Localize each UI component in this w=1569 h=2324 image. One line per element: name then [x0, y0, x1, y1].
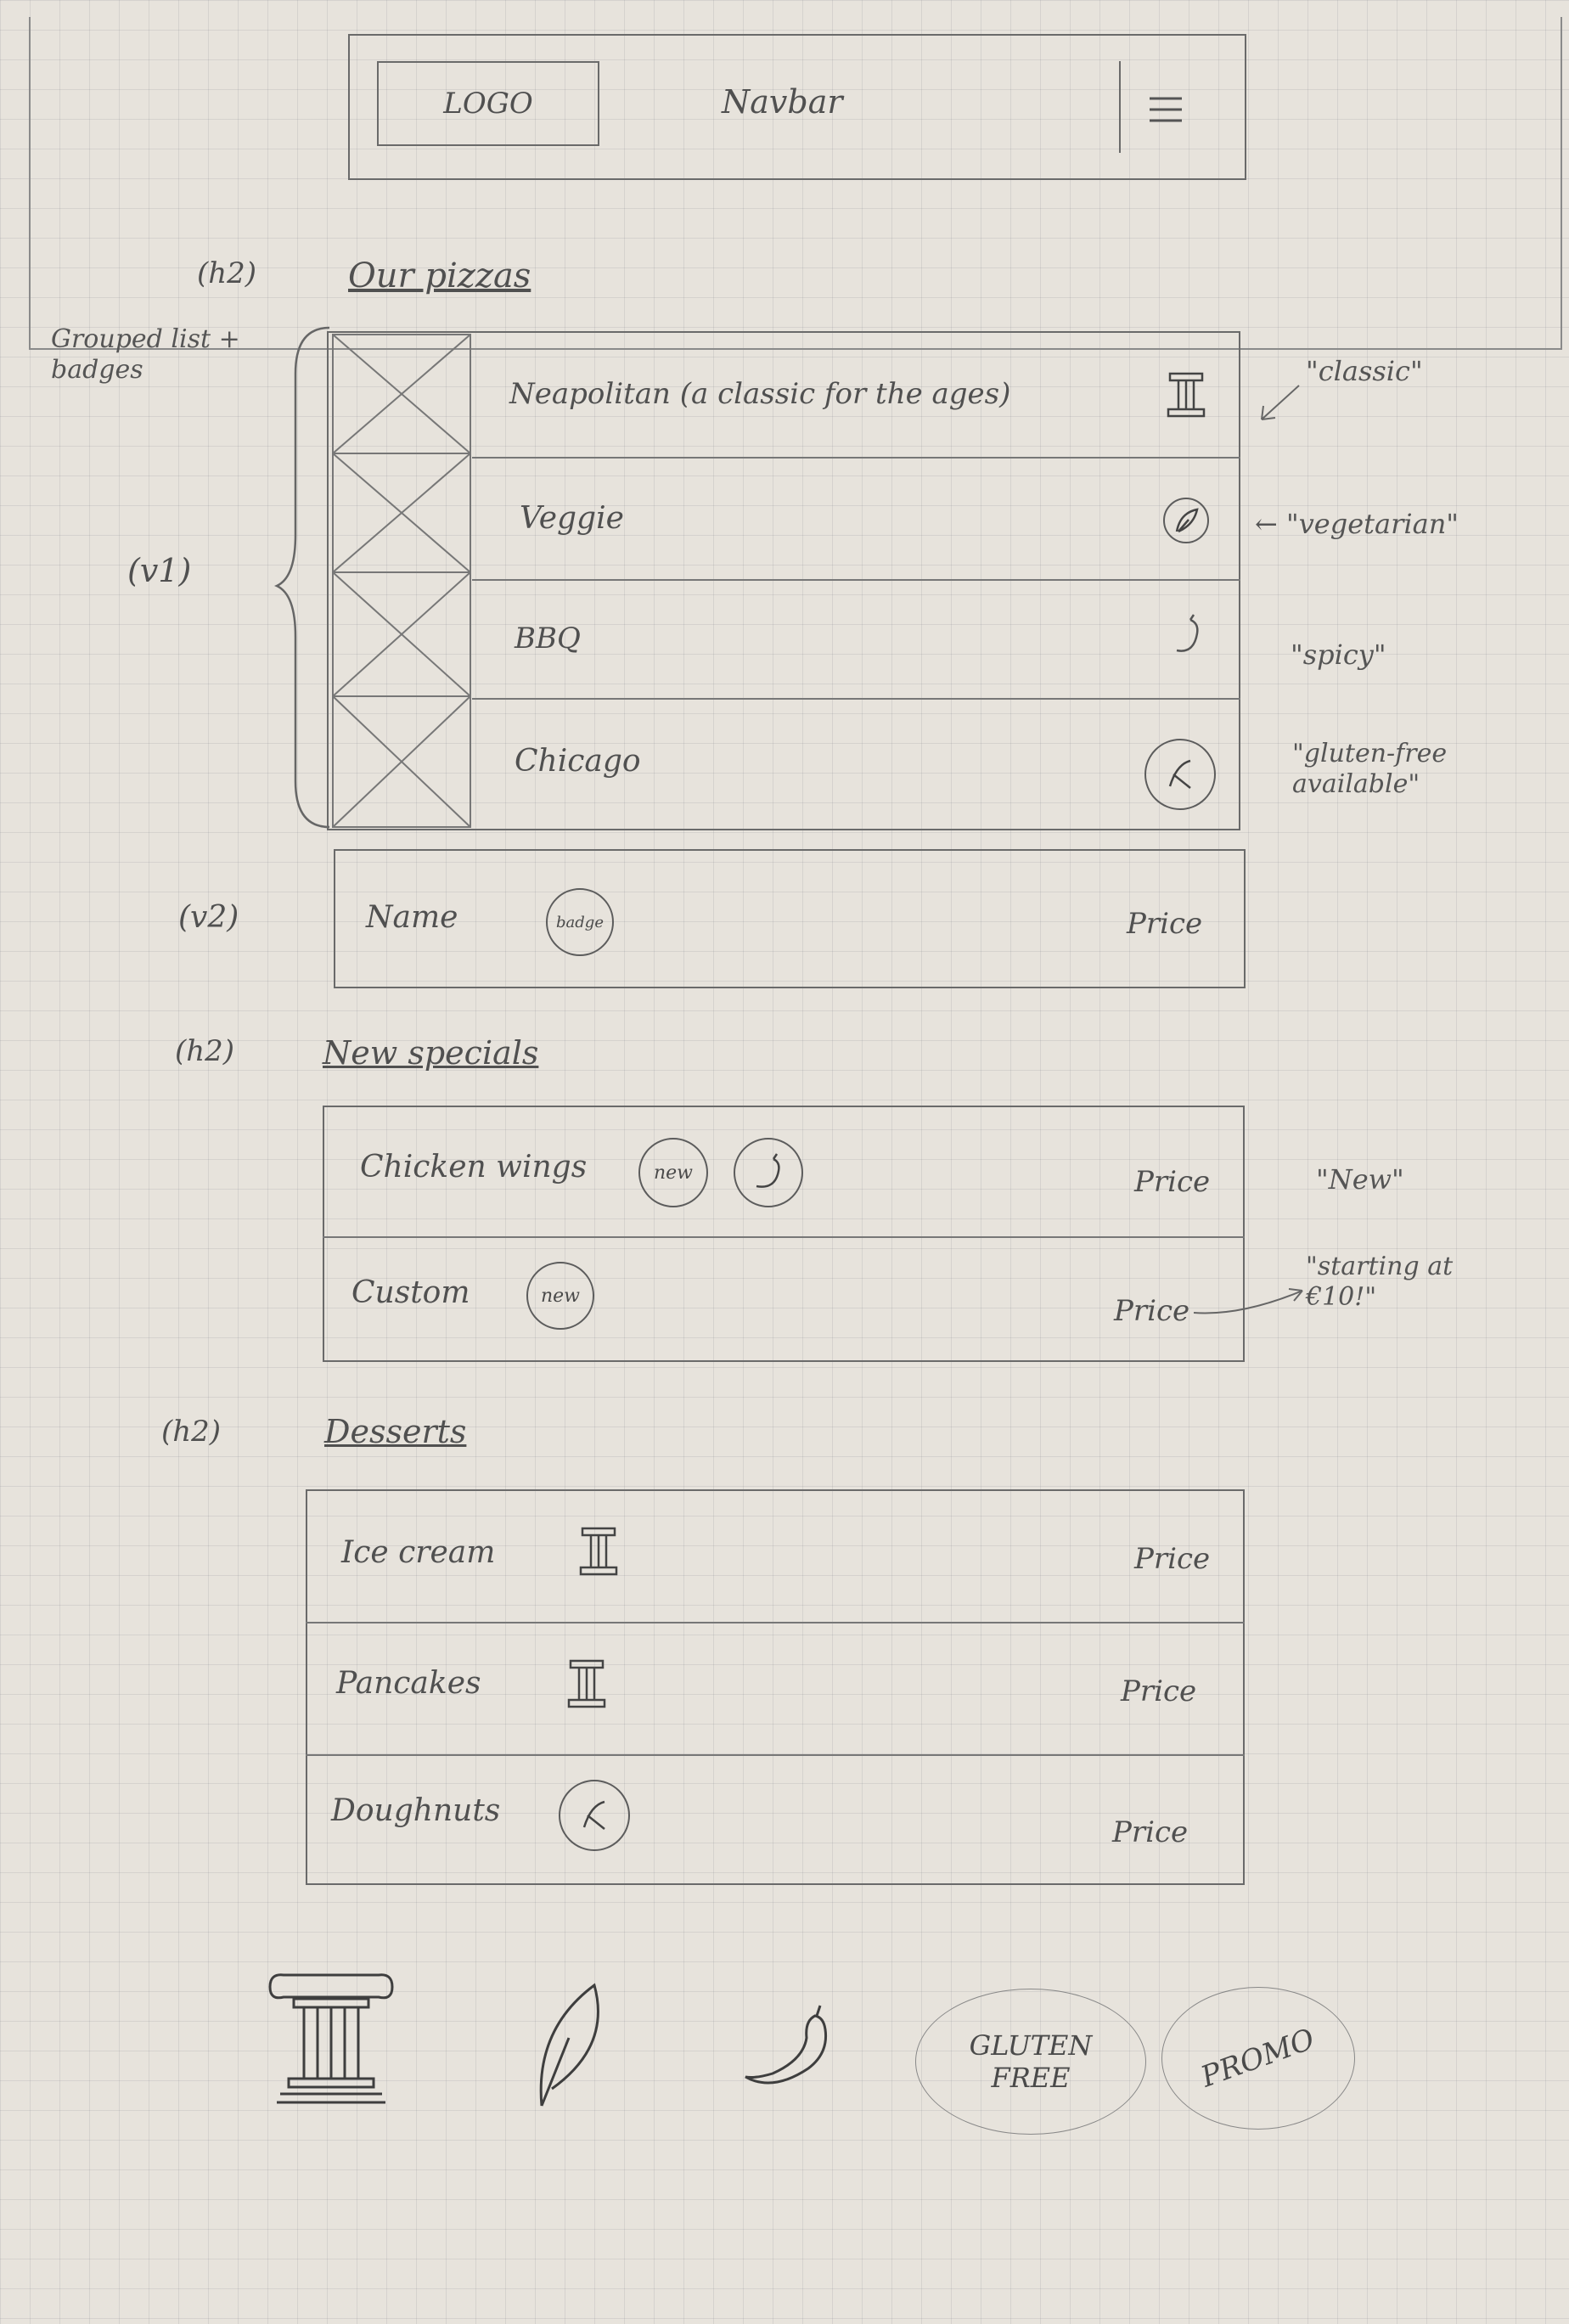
list-item-v2[interactable]: Name badge Price [334, 849, 1246, 988]
pizzas-tag: (h2) [197, 256, 257, 290]
badge-label: new [653, 1162, 694, 1184]
gluten-free-icon [1144, 739, 1216, 810]
navbar [348, 34, 1246, 180]
list-item[interactable]: BBQ [472, 579, 1240, 698]
specials-tag: (h2) [175, 1034, 235, 1068]
grouped-list-note: Grouped list + badges [51, 324, 240, 385]
dessert-price: Price [1121, 1674, 1197, 1708]
list-item[interactable]: Doughnuts Price [306, 1756, 1245, 1883]
chili-icon [734, 1138, 803, 1207]
dessert-price: Price [1112, 1815, 1189, 1849]
dessert-name: Doughnuts [331, 1793, 501, 1828]
grouping-brace [273, 326, 330, 829]
special-price: Price [1114, 1294, 1190, 1328]
list-item[interactable]: Veggie [472, 457, 1240, 579]
promo-label: PROMO [1196, 2022, 1320, 2095]
annotation-gluten-free: "gluten-free available" [1292, 739, 1448, 799]
pizza-row-divider [472, 579, 1240, 581]
special-name: Custom [351, 1275, 470, 1310]
variant-v1-label: (v1) [127, 552, 192, 589]
list-item[interactable]: Pancakes Price [306, 1623, 1245, 1753]
logo-label: LOGO [443, 87, 533, 121]
annotation-starting-price: "starting at €10!" [1306, 1252, 1454, 1312]
pizza-row-divider [472, 457, 1240, 459]
column-icon [579, 1527, 618, 1576]
desserts-list [306, 1489, 1245, 1885]
dessert-name: Ice cream [341, 1535, 496, 1570]
specials-title: New specials [323, 1034, 539, 1072]
variant-v2-label: (v2) [178, 900, 239, 935]
list-item[interactable]: Custom new Price [323, 1238, 1245, 1360]
specials-row-divider [323, 1236, 1245, 1238]
chili-icon [1176, 614, 1199, 652]
annotation-spicy: "spicy" [1291, 639, 1386, 671]
column-icon [567, 1659, 606, 1708]
gluten-free-icon [559, 1780, 630, 1851]
hamburger-menu-icon [1150, 97, 1182, 122]
new-badge: new [526, 1262, 594, 1330]
logo-box[interactable]: LOGO [377, 61, 599, 146]
list-item[interactable]: Chicken wings new Price [323, 1107, 1245, 1235]
annotation-classic: "classic" [1306, 355, 1423, 387]
column-icon [268, 1973, 394, 2104]
specials-list [323, 1106, 1245, 1362]
pizza-thumbnails [332, 334, 471, 828]
annotation-vegetarian: ← "vegetarian" [1255, 508, 1459, 540]
dessert-name: Pancakes [336, 1666, 481, 1701]
dessert-row-divider [306, 1754, 1245, 1756]
menu-button[interactable] [1119, 61, 1246, 153]
badge-label: new [540, 1285, 581, 1307]
pizza-name: Veggie [520, 501, 624, 536]
item-price: Price [1127, 907, 1203, 941]
leaf-icon [1163, 498, 1209, 543]
chili-icon [745, 2005, 828, 2085]
pizza-list [327, 331, 1240, 830]
special-name: Chicken wings [360, 1150, 588, 1185]
column-icon [1167, 372, 1206, 418]
list-item[interactable]: Ice cream Price [306, 1491, 1245, 1620]
annotation-arrow [1193, 1288, 1303, 1314]
badge-label: badge [556, 913, 604, 931]
promo-badge: PROMO [1161, 1987, 1355, 2130]
annotation-new: "New" [1316, 1163, 1404, 1196]
pizza-row-divider [472, 698, 1240, 700]
annotation-arrow [1261, 385, 1300, 420]
gluten-free-badge: GLUTEN FREE [915, 1989, 1146, 2135]
dessert-row-divider [306, 1622, 1245, 1623]
desserts-tag: (h2) [161, 1415, 222, 1449]
list-item[interactable]: Neapolitan (a classic for the ages) [472, 333, 1240, 457]
gluten-free-label: GLUTEN FREE [969, 2029, 1093, 2094]
leaf-icon [539, 1983, 599, 2107]
pizza-name: Chicago [515, 744, 641, 779]
special-price: Price [1134, 1165, 1211, 1199]
pizzas-title: Our pizzas [348, 256, 531, 295]
desserts-title: Desserts [324, 1413, 467, 1450]
pizza-name: Neapolitan (a classic for the ages) [509, 377, 1011, 411]
item-name: Name [366, 900, 458, 935]
page-frame [29, 17, 1562, 350]
badge: badge [546, 888, 614, 956]
pizza-name: BBQ [515, 622, 581, 656]
navbar-title: Navbar [722, 83, 843, 121]
new-badge: new [638, 1138, 708, 1207]
dessert-price: Price [1134, 1542, 1211, 1576]
list-item[interactable]: Chicago [472, 698, 1240, 829]
